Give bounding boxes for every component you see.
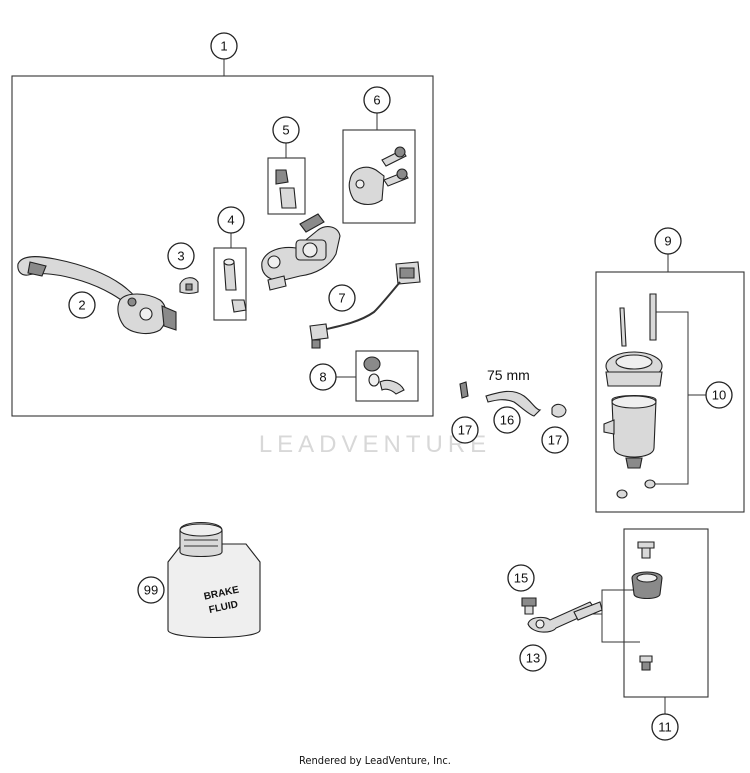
brake-lever-part: [17, 256, 177, 335]
master-cylinder-part: [261, 213, 341, 291]
reservoir-part: [603, 293, 663, 499]
bracket-part: [521, 597, 603, 633]
callout-99: 99: [137, 576, 165, 604]
hose-fitting-part: [363, 356, 405, 395]
svg-text:10: 10: [712, 388, 726, 403]
svg-text:3: 3: [177, 249, 184, 264]
callout-15: 15: [507, 564, 535, 592]
callout-9: 9: [654, 227, 682, 255]
bleed-screw-part: [275, 169, 297, 209]
leader-lines: [223, 59, 706, 714]
callout-16: 16: [493, 406, 521, 434]
svg-text:9: 9: [664, 234, 671, 249]
assembly-box-11: [623, 528, 709, 698]
svg-text:2: 2: [78, 298, 85, 313]
callout-6: 6: [363, 86, 391, 114]
callout-11: 11: [651, 713, 679, 741]
svg-text:17: 17: [458, 423, 472, 438]
callout-10: 10: [705, 381, 733, 409]
svg-text:4: 4: [227, 213, 234, 228]
render-credit: Rendered by LeadVenture, Inc.: [299, 754, 451, 767]
callout-3: 3: [167, 242, 195, 270]
clamp-part: [348, 146, 409, 206]
svg-text:16: 16: [500, 413, 514, 428]
part-box-8: [355, 350, 419, 402]
svg-text:17: 17: [548, 433, 562, 448]
callout-8: 8: [309, 363, 337, 391]
callout-5: 5: [272, 116, 300, 144]
hose-part: [459, 381, 567, 418]
part-box-6: [342, 129, 416, 224]
pivot-pin-part: [223, 258, 247, 313]
brake-switch-part: [309, 261, 421, 349]
callout-7: 7: [328, 284, 356, 312]
callout-1: 1: [210, 32, 238, 60]
callout-13: 13: [519, 644, 547, 672]
assembly-box-1: [11, 75, 434, 417]
svg-text:13: 13: [526, 651, 540, 666]
assembly-box-9: [595, 271, 745, 513]
watermark: LEADVENTURE: [259, 431, 491, 458]
callout-2: 2: [68, 291, 96, 319]
part-box-4: [213, 247, 247, 321]
svg-text:7: 7: [338, 291, 345, 306]
svg-text:1: 1: [220, 39, 227, 54]
callout-17-left: 17: [451, 416, 479, 444]
callout-17-right: 17: [541, 426, 569, 454]
boot-part: [179, 277, 199, 295]
svg-text:15: 15: [514, 571, 528, 586]
svg-text:99: 99: [144, 583, 158, 598]
hose-length-measurement: 75 mm: [487, 367, 530, 383]
svg-text:6: 6: [373, 93, 380, 108]
svg-text:8: 8: [319, 370, 326, 385]
brake-fluid-bottle: BRAKE FLUID: [167, 521, 261, 638]
svg-text:11: 11: [658, 720, 672, 735]
svg-text:5: 5: [282, 123, 289, 138]
mounting-set-part: [631, 541, 663, 671]
callout-4: 4: [217, 206, 245, 234]
